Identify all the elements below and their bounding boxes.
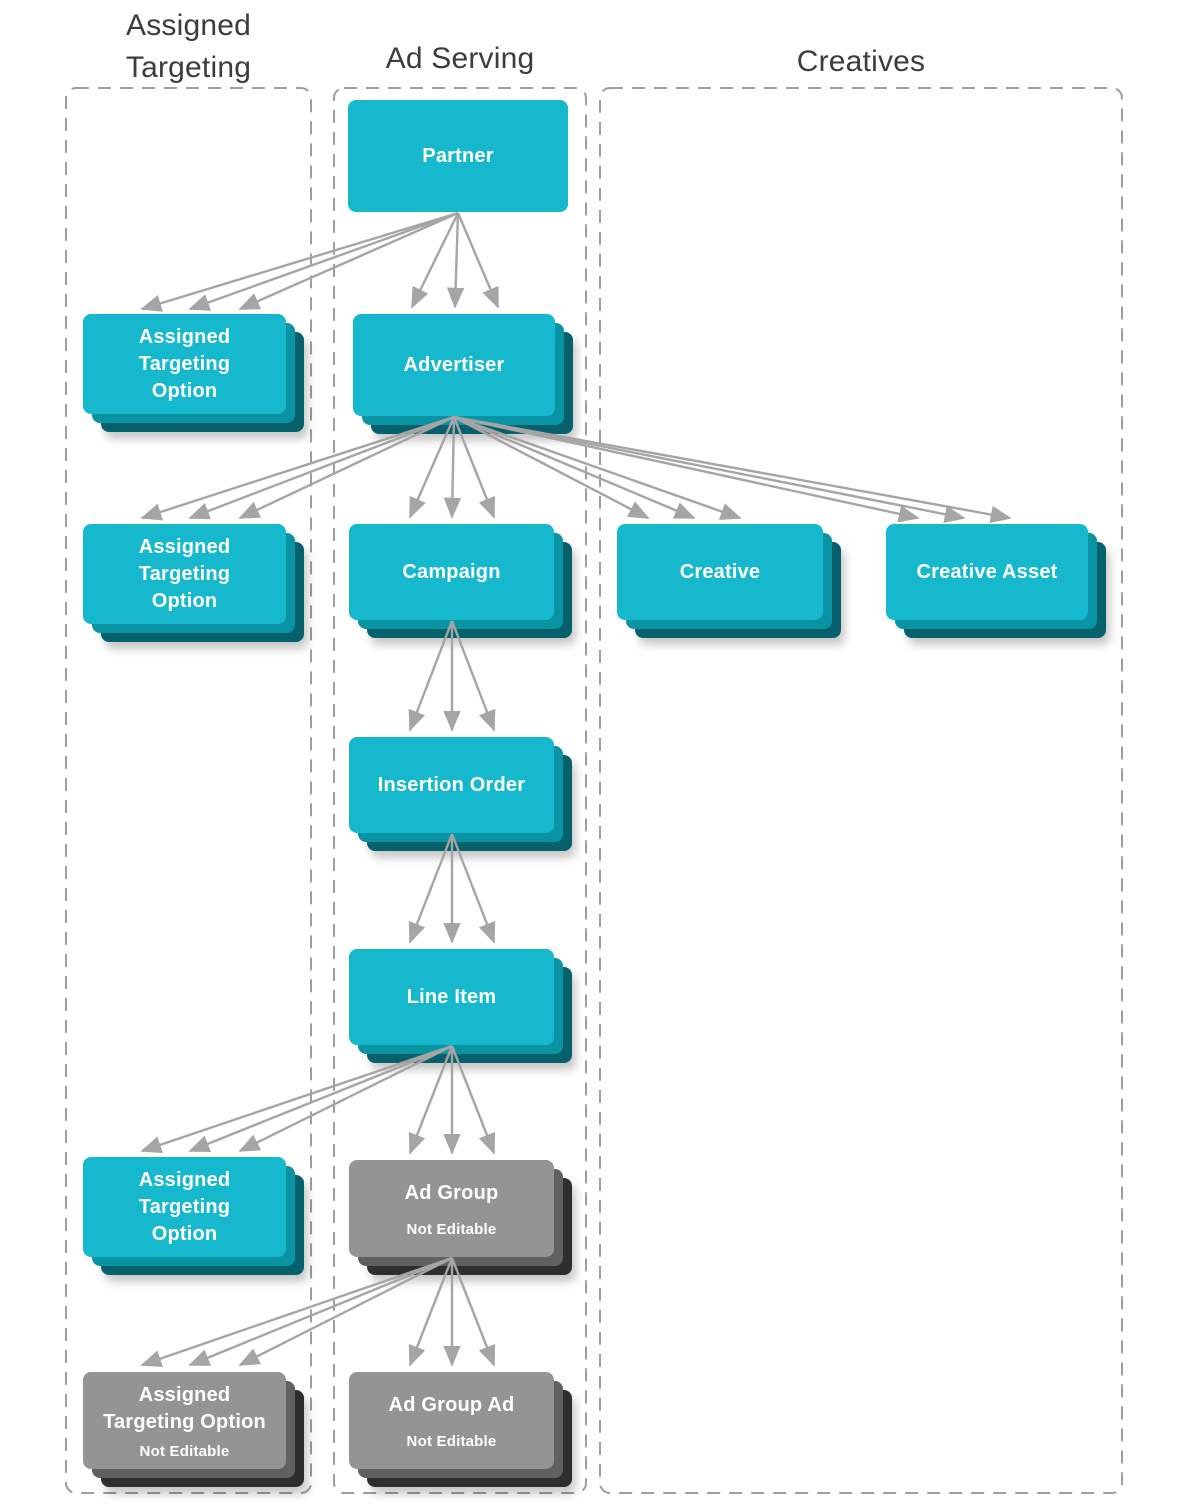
node-assigned-targeting-option-line-item: Assigned Targeting Option xyxy=(83,1157,286,1257)
arrows-ad-group-to-assigned-targeting-option xyxy=(140,1256,453,1367)
arrow xyxy=(453,415,650,520)
arrow xyxy=(443,416,462,519)
arrows-partner-to-advertiser xyxy=(410,212,500,309)
arrow xyxy=(453,415,742,520)
arrow xyxy=(450,1257,496,1367)
arrows-line-item-to-ad-group xyxy=(408,1045,496,1155)
arrow xyxy=(140,415,455,521)
arrow xyxy=(450,1045,496,1155)
arrow xyxy=(452,416,496,519)
arrow xyxy=(408,416,456,519)
arrow xyxy=(238,211,459,311)
node-assigned-targeting-option-ad-group: Assigned Targeting Option Not Editable xyxy=(83,1372,286,1469)
arrow xyxy=(410,212,460,309)
arrows-advertiser-to-creative xyxy=(453,415,742,520)
arrow xyxy=(238,1256,453,1367)
arrow xyxy=(453,415,920,523)
node-ad-group-ad: Ad Group Ad Not Editable xyxy=(349,1372,554,1469)
arrow xyxy=(450,620,496,732)
node-line-item-label: Line Item xyxy=(406,985,497,1008)
node-assigned-targeting-option-label: Assigned Targeting Option xyxy=(138,535,231,612)
node-creative-asset: Creative Asset xyxy=(886,524,1088,620)
node-campaign: Campaign xyxy=(349,524,554,620)
arrow xyxy=(188,1256,453,1367)
arrow xyxy=(453,415,966,523)
node-partner: Partner xyxy=(348,100,568,212)
column-creatives-border xyxy=(599,87,1123,1494)
node-line-item: Line Item xyxy=(349,949,554,1045)
arrow xyxy=(238,1044,453,1153)
arrow xyxy=(446,212,465,309)
arrow xyxy=(188,415,455,520)
arrow xyxy=(188,211,459,311)
arrow xyxy=(450,833,496,944)
arrow xyxy=(140,211,459,312)
column-header-assigned-targeting: Assigned Targeting xyxy=(125,9,252,84)
arrow xyxy=(408,833,454,944)
arrow xyxy=(408,620,454,732)
node-partner-label: Partner xyxy=(422,144,494,167)
node-assigned-targeting-option-advertiser: Assigned Targeting Option xyxy=(83,524,286,624)
node-insertion-order-label: Insertion Order xyxy=(377,773,526,796)
arrows-insertion-order-to-line-item xyxy=(408,833,496,944)
arrows-campaign-to-insertion-order xyxy=(408,620,496,732)
column-header-ad-serving: Ad Serving xyxy=(385,42,535,75)
node-insertion-order: Insertion Order xyxy=(349,737,554,833)
node-advertiser: Advertiser xyxy=(353,314,555,416)
arrows-line-item-to-assigned-targeting-option xyxy=(140,1044,453,1154)
arrow xyxy=(453,415,1012,524)
arrow xyxy=(408,1045,454,1155)
node-advertiser-label: Advertiser xyxy=(403,353,505,376)
arrow xyxy=(456,212,500,309)
node-ad-group-ad-label: Ad Group Ad xyxy=(388,1393,515,1416)
arrows-partner-to-assigned-targeting-option xyxy=(140,211,459,312)
not-editable-badge: Not Editable xyxy=(406,1220,497,1238)
node-creative-label: Creative xyxy=(679,560,761,583)
arrows-advertiser-to-assigned-targeting-option xyxy=(140,415,455,521)
arrow xyxy=(188,1044,453,1153)
not-editable-badge: Not Editable xyxy=(406,1432,497,1450)
node-ad-group-label: Ad Group xyxy=(404,1181,499,1204)
node-ad-group: Ad Group Not Editable xyxy=(349,1160,554,1257)
node-assigned-targeting-option-partner: Assigned Targeting Option xyxy=(83,314,286,414)
column-assigned-targeting-border xyxy=(65,87,312,1494)
arrow xyxy=(453,415,696,520)
node-assigned-targeting-option-label: Assigned Targeting Option xyxy=(138,1168,231,1245)
arrow xyxy=(408,1257,454,1367)
not-editable-badge: Not Editable xyxy=(139,1442,230,1460)
node-creative-asset-label: Creative Asset xyxy=(916,560,1058,583)
arrow xyxy=(140,1044,453,1154)
node-assigned-targeting-option-label: Assigned Targeting Option xyxy=(138,325,231,402)
node-assigned-targeting-option-label: Assigned Targeting Option xyxy=(103,1383,266,1433)
node-creative: Creative xyxy=(617,524,823,620)
arrows-ad-group-to-ad-group-ad xyxy=(408,1257,496,1367)
arrow xyxy=(238,415,455,520)
arrows-advertiser-to-creative-asset xyxy=(453,415,1012,524)
arrow xyxy=(140,1256,453,1367)
column-header-creatives: Creatives xyxy=(796,45,926,78)
arrows-advertiser-to-campaign xyxy=(408,416,496,519)
node-campaign-label: Campaign xyxy=(402,560,501,583)
